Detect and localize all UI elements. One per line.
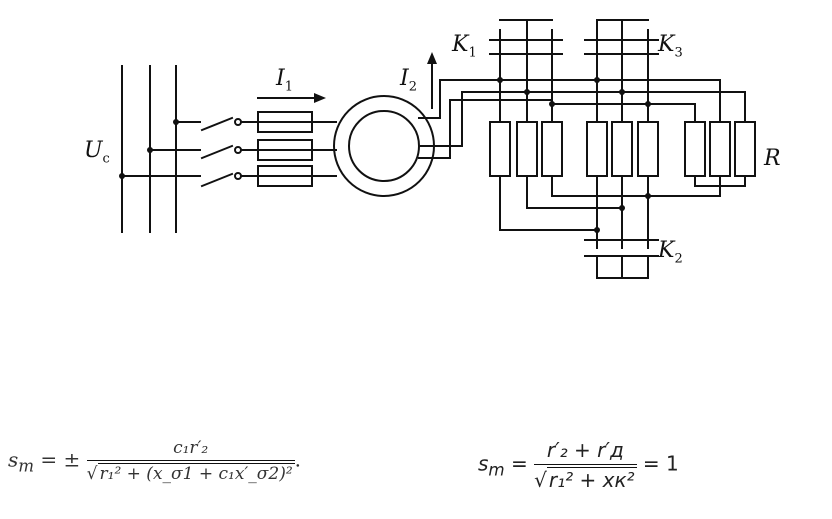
- contactor-k2: [584, 239, 659, 279]
- contactor-k2-label: K2: [658, 238, 683, 267]
- current-arrow-i2: [427, 52, 437, 64]
- resistor-label: R: [764, 146, 781, 171]
- resistor-stage-2: [637, 121, 659, 177]
- critical-slip-formula: sm = ± c₁r′₂ √r₁² + (x_σ1 + c₁x′_σ2)² .: [8, 438, 302, 484]
- current-arrow-i1: [314, 93, 326, 103]
- contactor-k3-label: K3: [658, 32, 683, 61]
- resistor-stage-2: [586, 121, 608, 177]
- contactor-k1-label: K1: [452, 32, 477, 61]
- resistor-stage-3: [684, 121, 706, 177]
- supply-voltage-label: Uc: [84, 138, 110, 167]
- resistor-stage-3: [734, 121, 756, 177]
- formula-numerator: c₁r′₂: [86, 438, 295, 461]
- stator-current-label: I1: [276, 66, 293, 95]
- resistor-stage-1: [489, 121, 511, 177]
- resistor-stage-3: [709, 121, 731, 177]
- stator-reactor: [257, 165, 313, 187]
- stator-reactor: [257, 111, 313, 133]
- main-switch: [200, 116, 242, 188]
- resistor-stage-1: [516, 121, 538, 177]
- formula-denominator: r₁² + xк²: [546, 467, 637, 492]
- contactor-k3: [584, 19, 659, 123]
- stator-reactor: [257, 139, 313, 161]
- formula-denominator: r₁² + (x_σ1 + c₁x′_σ2)²: [97, 463, 295, 484]
- resistor-stage-2: [611, 121, 633, 177]
- junction-dots: [119, 77, 651, 233]
- formula-numerator: r′₂ + r′д: [534, 438, 637, 465]
- resistor-stage-1: [541, 121, 563, 177]
- critical-slip-unity-formula: sm = r′₂ + r′д √r₁² + xк² = 1: [478, 438, 679, 492]
- rotor-current-label: I2: [400, 66, 417, 95]
- induction-motor-rotor: [348, 110, 420, 182]
